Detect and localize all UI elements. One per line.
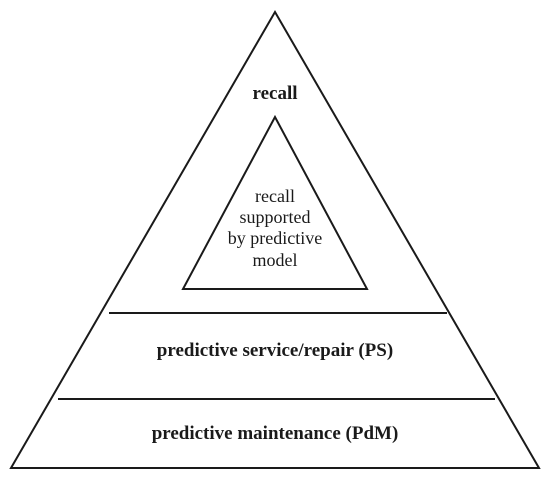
- top-level-label: recall: [252, 83, 298, 104]
- inner-label-line-1: recall: [255, 186, 295, 206]
- inner-label-line-3: by predictive: [227, 228, 323, 249]
- inner-label-line-2: supported: [239, 207, 311, 228]
- bottom-level-label: predictive maintenance (PdM): [151, 423, 399, 444]
- inner-triangle-label: recall supported by predictive model: [200, 186, 350, 271]
- outer-triangle: [9, 10, 541, 469]
- inner-triangle: [181, 114, 369, 290]
- inner-label-line-4: model: [252, 249, 298, 270]
- middle-level-label: predictive service/repair (PS): [156, 340, 394, 361]
